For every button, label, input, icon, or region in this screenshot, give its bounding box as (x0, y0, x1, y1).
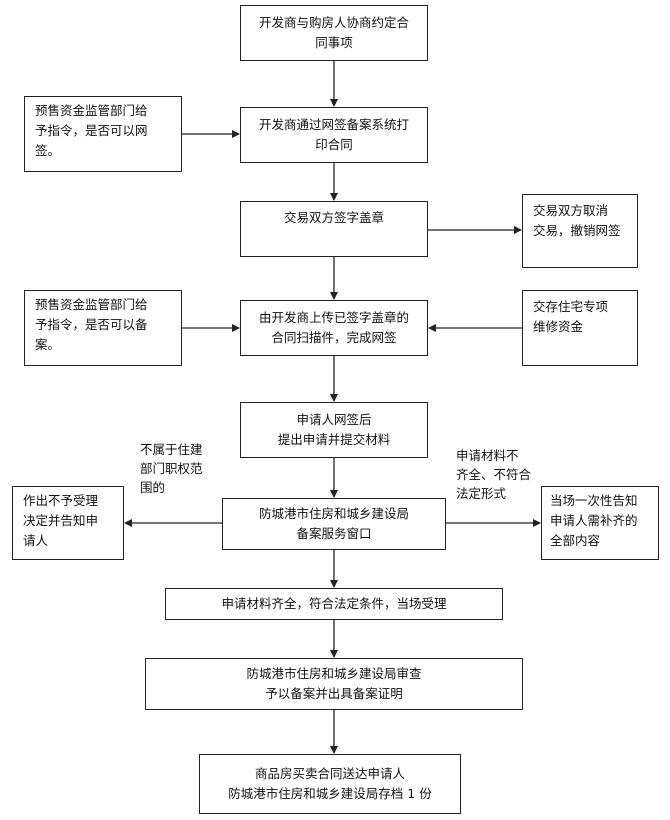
label-out-of-jurisdiction: 不属于住建 部门职权范 围的 (140, 440, 220, 497)
label-left-text-2: 部门职权范 (140, 461, 203, 476)
side-presale-sign: 预售资金监管部门给 予指令，是否可以网 签。 (24, 96, 182, 172)
step-sign-seal: 交易双方签字盖章 (240, 201, 428, 257)
side-cancel-text-2: 交易，撤销网签 (533, 223, 621, 238)
step-sign-text: 交易双方签字盖章 (283, 210, 384, 225)
step-upload-text-1: 由开发商上传已签字盖章的 (258, 310, 409, 325)
side-maintenance-text-1: 交存住宅专项 (533, 299, 609, 314)
step-negotiate-contract: 开发商与购房人协商约定合 同事项 (240, 5, 428, 61)
step-print-text-2: 印合同 (315, 137, 353, 152)
side-notify-text-2: 申请人需补齐的 (550, 513, 638, 528)
side-reject-text-3: 请人 (23, 533, 49, 548)
step-accept: 申请材料齐全，符合法定条件，当场受理 (165, 588, 503, 620)
label-right-text-3: 法定形式 (456, 486, 507, 501)
side-reject-text-1: 作出不予受理 (23, 493, 99, 508)
step-deliver-contract: 商品房买卖合同送达申请人 防城港市住房和城乡建设局存档 1 份 (199, 754, 461, 814)
side-notify-text-3: 全部内容 (550, 533, 601, 548)
label-left-text-3: 围的 (140, 480, 166, 495)
side-presale-file-text-1: 预售资金监管部门给 (35, 297, 148, 312)
step-submit-materials: 申请人网签后 提出申请并提交材料 (240, 402, 428, 458)
label-right-text-2: 齐全、不符合 (456, 467, 532, 482)
step-service-window: 防城港市住房和城乡建设局 备案服务窗口 (222, 498, 446, 550)
step-negotiate-text-2: 同事项 (315, 35, 353, 50)
step-upload-text-2: 合同扫描件，完成网签 (271, 330, 397, 345)
step-deliver-text-2: 防城港市住房和城乡建设局存档 1 份 (228, 786, 432, 801)
side-maintenance-text-2: 维修资金 (533, 319, 584, 334)
step-upload-scan: 由开发商上传已签字盖章的 合同扫描件，完成网签 (240, 300, 428, 356)
side-presale-file-text-3: 案。 (35, 337, 61, 352)
label-incomplete-materials: 申请材料不 齐全、不符合 法定形式 (456, 446, 540, 503)
side-presale-sign-text-1: 预售资金监管部门给 (35, 103, 148, 118)
step-submit-text-2: 提出申请并提交材料 (277, 432, 391, 447)
step-deliver-text-1: 商品房买卖合同送达申请人 (254, 766, 405, 781)
side-presale-file-text-2: 予指令，是否可以备 (35, 317, 148, 332)
side-notify-text-1: 当场一次性告知 (550, 493, 638, 508)
label-left-text-1: 不属于住建 (140, 442, 203, 457)
side-presale-file: 预售资金监管部门给 予指令，是否可以备 案。 (24, 290, 182, 366)
side-cancel-transaction: 交易双方取消 交易，撤销网签 (522, 194, 638, 268)
step-review-text-1: 防城港市住房和城乡建设局审查 (246, 666, 422, 681)
step-print-contract: 开发商通过网签备案系统打 印合同 (240, 107, 428, 163)
step-accept-text: 申请材料齐全，符合法定条件，当场受理 (221, 596, 447, 611)
side-notify-supplement: 当场一次性告知 申请人需补齐的 全部内容 (541, 486, 659, 560)
step-review-text-2: 予以备案并出具备案证明 (265, 686, 403, 701)
step-window-text-1: 防城港市住房和城乡建设局 (258, 506, 409, 521)
step-review-file: 防城港市住房和城乡建设局审查 予以备案并出具备案证明 (145, 658, 523, 710)
step-window-text-2: 备案服务窗口 (296, 526, 372, 541)
side-reject-text-2: 决定并告知申 (23, 513, 99, 528)
side-presale-sign-text-2: 予指令，是否可以网 (35, 123, 148, 138)
side-cancel-text-1: 交易双方取消 (533, 203, 609, 218)
step-submit-text-1: 申请人网签后 (296, 412, 372, 427)
side-maintenance-fund: 交存住宅专项 维修资金 (522, 290, 638, 366)
side-presale-sign-text-3: 签。 (35, 143, 61, 158)
side-reject-application: 作出不予受理 决定并告知申 请人 (12, 486, 124, 560)
step-print-text-1: 开发商通过网签备案系统打 (258, 117, 409, 132)
label-right-text-1: 申请材料不 (456, 448, 519, 463)
step-negotiate-text-1: 开发商与购房人协商约定合 (258, 15, 409, 30)
